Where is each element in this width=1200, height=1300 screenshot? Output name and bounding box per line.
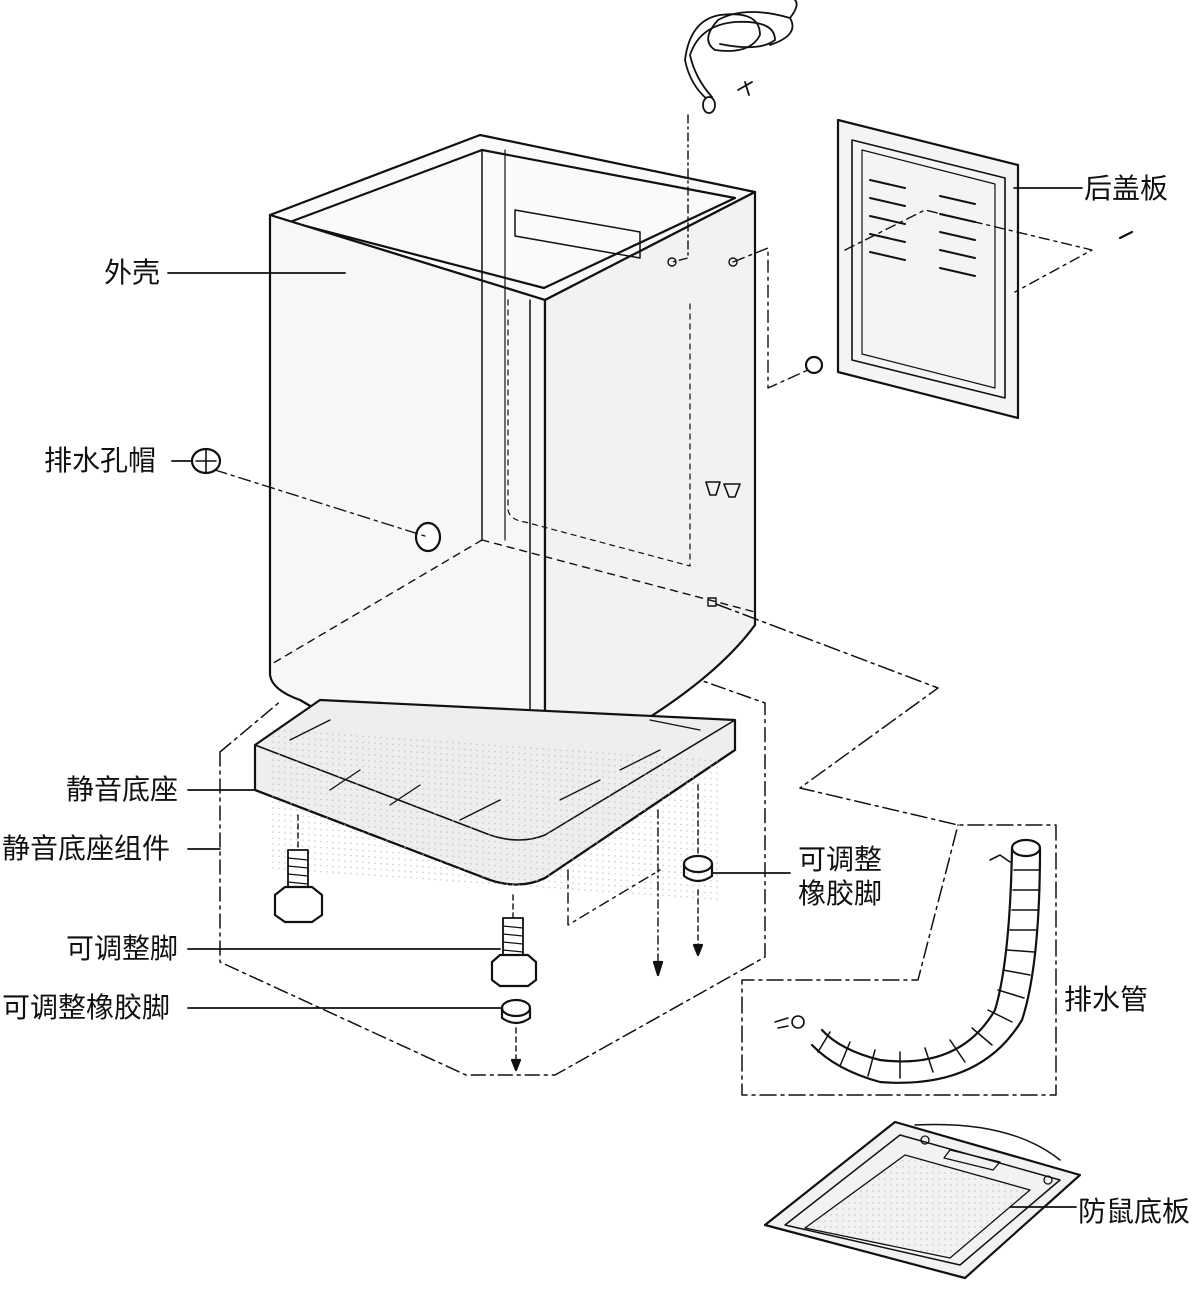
label-adjustable-rubber-foot: 可调整橡胶脚	[2, 991, 171, 1024]
adjustable-foot-part	[273, 814, 538, 988]
outer-shell-part	[268, 133, 757, 777]
back-cover-part	[732, 118, 1134, 420]
label-adjustable-rubber-foot-right-line1: 可调整	[798, 843, 883, 876]
rubber-foot-part	[500, 784, 714, 1072]
label-mouse-proof-plate: 防鼠底板	[1078, 1195, 1191, 1228]
label-silent-base: 静音底座	[66, 773, 179, 806]
power-cord-part	[671, 0, 798, 263]
leader-lines	[167, 187, 1083, 1208]
label-adjustable-foot: 可调整脚	[66, 932, 179, 965]
label-outer-shell: 外壳	[104, 256, 161, 289]
label-drain-hose: 排水管	[1064, 983, 1149, 1016]
drain-hole-cap-part	[190, 447, 429, 538]
drain-hose-part	[715, 603, 1057, 1096]
label-silent-base-assembly: 静音底座组件	[2, 832, 171, 865]
mouse-proof-plate-part	[763, 1120, 1082, 1280]
label-back-cover: 后盖板	[1084, 172, 1169, 205]
label-adjustable-rubber-foot-right-line2: 橡胶脚	[798, 877, 883, 910]
label-drain-hole-cap: 排水孔帽	[44, 444, 157, 477]
silent-base-part	[219, 679, 766, 1076]
